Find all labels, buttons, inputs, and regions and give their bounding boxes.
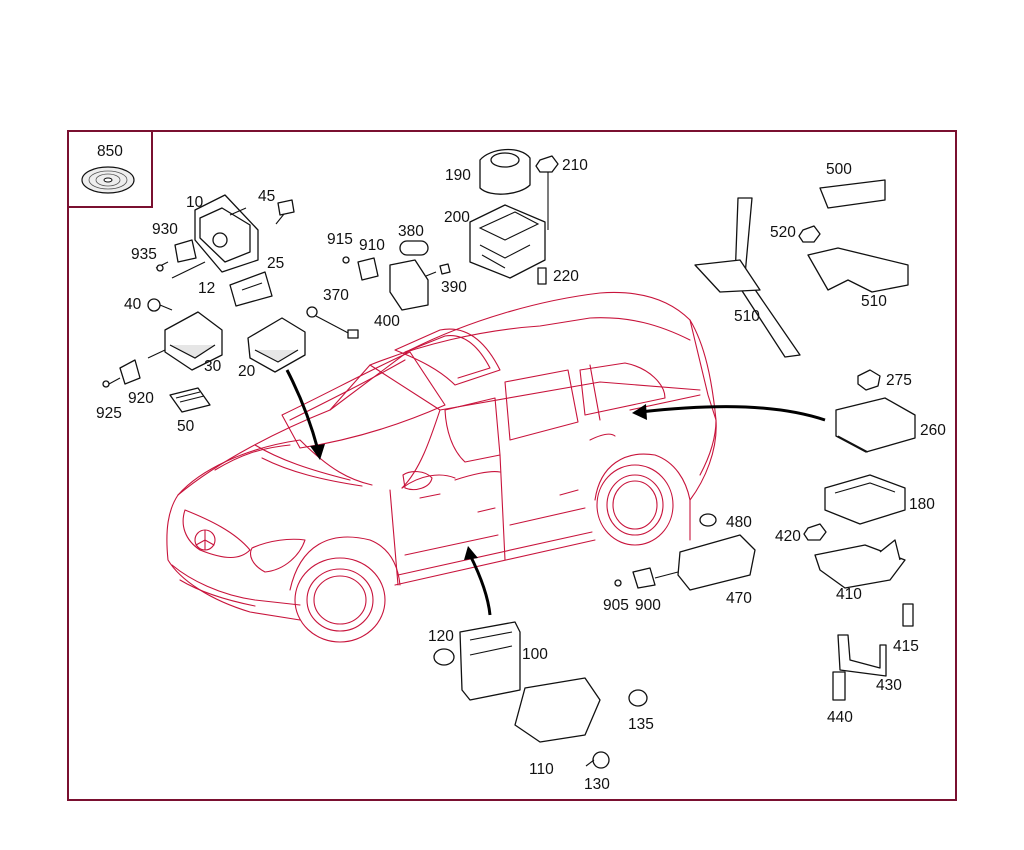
label-400: 400 [374, 313, 400, 330]
washer-480-icon [699, 513, 717, 527]
part-200-bracket [469, 204, 546, 279]
part-500-module [819, 179, 886, 209]
bolt-40-icon [147, 298, 173, 312]
label-440: 440 [827, 709, 853, 726]
nut-520-icon [798, 225, 821, 243]
vehicle-outline [166, 291, 717, 643]
label-420: 420 [775, 528, 801, 545]
part-510-bracket-a [694, 197, 801, 358]
label-920: 920 [128, 390, 154, 407]
part-10-housing [194, 194, 259, 273]
label-910: 910 [359, 237, 385, 254]
part-30-unit [147, 311, 223, 371]
part-labels: 850 10 45 930 935 25 12 40 30 20 920 925… [96, 143, 946, 793]
label-12: 12 [198, 280, 215, 297]
part-930-connector [155, 239, 197, 272]
screw-45-icon [275, 199, 295, 225]
part-410-bracket [814, 539, 906, 589]
diagram-frame [67, 130, 957, 801]
label-415: 415 [893, 638, 919, 655]
part-920-connector [102, 359, 141, 388]
label-20: 20 [238, 363, 256, 380]
label-135: 135 [628, 716, 654, 733]
screw-415-icon [902, 603, 914, 627]
label-930: 930 [152, 221, 178, 238]
label-275: 275 [886, 372, 912, 389]
part-260-module [835, 397, 916, 453]
label-380: 380 [398, 223, 424, 240]
label-30: 30 [204, 358, 222, 375]
part-900-connector [614, 567, 679, 589]
washer-135-icon [628, 689, 648, 707]
part-12-cable [171, 261, 206, 279]
nut-275-icon [857, 369, 881, 391]
label-100: 100 [522, 646, 548, 663]
label-480: 480 [726, 514, 752, 531]
label-10: 10 [186, 194, 204, 211]
part-20-unit [247, 317, 306, 373]
label-370: 370 [323, 287, 349, 304]
part-510-bracket-b [807, 247, 909, 293]
label-45: 45 [258, 188, 275, 205]
label-925: 925 [96, 405, 122, 422]
label-470: 470 [726, 590, 752, 607]
part-380-pad [399, 240, 429, 256]
part-180-module [824, 474, 906, 525]
label-210: 210 [562, 157, 588, 174]
label-510-left: 510 [734, 308, 760, 325]
label-200: 200 [444, 209, 470, 226]
screw-390-icon [425, 263, 451, 277]
bolt-130-icon [585, 751, 610, 769]
label-40: 40 [124, 296, 142, 313]
washer-120-icon [433, 648, 455, 666]
label-935: 935 [131, 246, 157, 263]
label-390: 390 [441, 279, 467, 296]
part-110-bracket [514, 677, 601, 743]
label-500: 500 [826, 161, 852, 178]
bolt-440-icon [832, 671, 846, 701]
part-100-control-unit [459, 621, 521, 701]
part-470-module [677, 534, 756, 591]
label-25: 25 [267, 255, 284, 272]
label-900: 900 [635, 597, 661, 614]
nut-210-icon [535, 155, 559, 173]
label-220: 220 [553, 268, 579, 285]
cd-disc-icon [81, 166, 135, 194]
label-905: 905 [603, 597, 629, 614]
pointer-arrows [285, 369, 826, 616]
label-520: 520 [770, 224, 796, 241]
part-370-key [306, 306, 359, 339]
nut-420-icon [803, 523, 827, 541]
label-850: 850 [97, 143, 123, 160]
label-130: 130 [584, 776, 610, 793]
label-190: 190 [445, 167, 471, 184]
part-430-bracket [837, 634, 887, 677]
label-50: 50 [177, 418, 195, 435]
label-430: 430 [876, 677, 902, 694]
label-510-right: 510 [861, 293, 887, 310]
label-180: 180 [909, 496, 935, 513]
part-190-speaker [479, 148, 531, 195]
part-400-module [389, 259, 429, 311]
label-915: 915 [327, 231, 353, 248]
label-120: 120 [428, 628, 454, 645]
screw-220-icon [537, 267, 547, 285]
part-910-connector [342, 256, 379, 281]
label-110: 110 [529, 761, 554, 778]
inset-box [68, 131, 153, 208]
part-50-plug [169, 387, 211, 413]
part-25-module [229, 271, 273, 307]
label-260: 260 [920, 422, 946, 439]
label-410: 410 [836, 586, 862, 603]
